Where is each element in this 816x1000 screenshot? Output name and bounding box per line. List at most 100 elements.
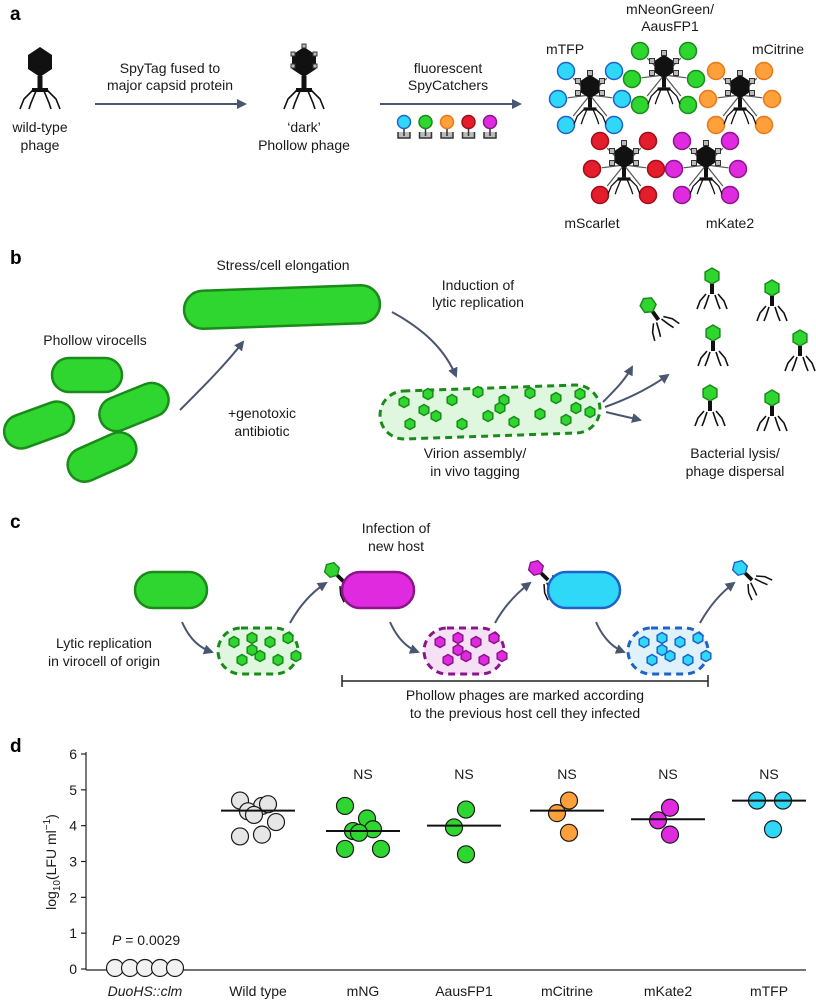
marked-label-2: to the previous host cell they infected <box>410 705 640 721</box>
assembly-virions <box>398 385 596 431</box>
virion-hexagon <box>682 653 694 667</box>
virocells-label: Phollow virocells <box>43 332 146 348</box>
data-point <box>547 804 567 823</box>
origin-virocell <box>133 570 209 610</box>
data-point <box>648 811 668 830</box>
induction-label-2: lytic replication <box>432 294 524 310</box>
y-tick-label: 6 <box>69 746 77 762</box>
data-point <box>335 839 355 859</box>
data-point <box>230 827 250 846</box>
virion-hexagon <box>656 631 668 645</box>
label-mneon-2: AausFP1 <box>641 18 699 34</box>
mcitrine-phage-icon <box>698 61 782 135</box>
virion-hexagon <box>482 409 494 423</box>
phage-head <box>639 297 657 314</box>
phage-head <box>704 267 720 285</box>
y-tick-label: 1 <box>69 925 77 941</box>
virion-hexagon <box>488 631 500 645</box>
y-tick-label: 4 <box>69 818 77 834</box>
y-tick-label: 0 <box>69 961 77 977</box>
virion-hexagon <box>422 387 434 401</box>
lysis-label-1: Bacterial lysis/ <box>690 445 780 461</box>
dispersed-phage-icon <box>696 267 728 310</box>
virion-hexagon <box>404 417 416 431</box>
ns-label: NS <box>454 766 473 782</box>
x-tick-label: mTFP <box>750 983 788 999</box>
green-virions <box>228 631 302 667</box>
data-point <box>559 791 579 810</box>
virion-hexagon <box>524 386 536 400</box>
y-tick-label: 3 <box>69 854 77 870</box>
cyan-phage <box>731 559 773 601</box>
dark-phage-icon <box>283 43 325 110</box>
virion-hexagon <box>570 401 582 415</box>
virion-hexagon <box>282 631 294 645</box>
dispersal-arrow-1 <box>602 365 633 403</box>
ns-label: NS <box>557 766 576 782</box>
panel-label-b: b <box>10 248 22 269</box>
virion-hexagon <box>638 635 650 649</box>
infection-label-2: new host <box>368 538 424 554</box>
panel-label-a: a <box>10 4 21 25</box>
stress-label: Stress/cell elongation <box>216 257 349 273</box>
label-mscarlet: mScarlet <box>564 215 619 231</box>
phage-head <box>323 561 341 579</box>
magenta-host-cell <box>340 570 416 610</box>
arrow-origin-lysis <box>181 621 214 655</box>
virion-hexagon <box>700 649 712 663</box>
panel-label-d: d <box>10 736 22 757</box>
label-mtfp: mTFP <box>546 41 584 57</box>
virion-hexagon <box>646 653 658 667</box>
cyan-virions <box>638 631 712 667</box>
virion-hexagon <box>452 643 464 657</box>
panel-c: c Lytic replication in virocell of origi… <box>10 512 773 721</box>
virion-hexagon <box>236 653 248 667</box>
virion-hexagon <box>508 415 520 429</box>
virion-hexagon <box>446 393 458 407</box>
x-tick-label: DuoHS::clm <box>108 983 183 999</box>
mkate-phage-icon <box>664 131 748 205</box>
step1-label-1: SpyTag fused to <box>120 60 221 76</box>
induction-label-1: Induction of <box>442 277 514 293</box>
group-1: Wild type <box>221 791 295 999</box>
data-point <box>444 818 464 837</box>
group-3: NS AausFP1 <box>427 766 501 999</box>
x-tick-label: AausFP1 <box>435 983 493 999</box>
arrow-to-elongation <box>179 340 245 411</box>
wildtype-label-2: phage <box>21 137 60 153</box>
dispersed-phage-icon <box>756 389 788 432</box>
virion-hexagon <box>472 385 484 399</box>
dark-label-2: Phollow phage <box>258 137 350 153</box>
virion-hexagon <box>478 653 490 667</box>
data-point <box>349 823 369 842</box>
virion-hexagon <box>470 635 482 649</box>
mneon-phage-icon <box>622 41 706 115</box>
phage-head <box>764 389 780 407</box>
magenta-virions <box>434 631 508 667</box>
p-value-label: P = 0.0029 <box>112 932 180 948</box>
virion-hexagon <box>272 653 284 667</box>
dispersed-phage-icon <box>756 279 788 322</box>
spycatcher-icon <box>482 114 498 139</box>
data-point <box>763 820 783 839</box>
ns-label: NS <box>759 766 778 782</box>
virion-hexagon <box>560 413 572 427</box>
group-0: DuoHS::clm <box>105 958 185 999</box>
data-point <box>371 839 391 859</box>
y-tick-label: 2 <box>69 889 77 905</box>
virion-hexagon <box>534 407 546 421</box>
dispersed-phages <box>639 267 816 432</box>
virion-hexagon <box>228 635 240 649</box>
virion-hexagon <box>456 417 468 431</box>
assembly-label-1: Virion assembly/ <box>424 445 527 461</box>
spycatcher-icon <box>418 114 433 139</box>
arrow-cyan-release <box>699 581 736 624</box>
antibiotic-label-2: antibiotic <box>234 423 289 439</box>
panel-label-c: c <box>10 512 21 533</box>
x-tick-label: mKate2 <box>644 983 692 999</box>
magenta-phage-icon <box>527 559 569 601</box>
spycatcher-icon <box>439 114 455 139</box>
